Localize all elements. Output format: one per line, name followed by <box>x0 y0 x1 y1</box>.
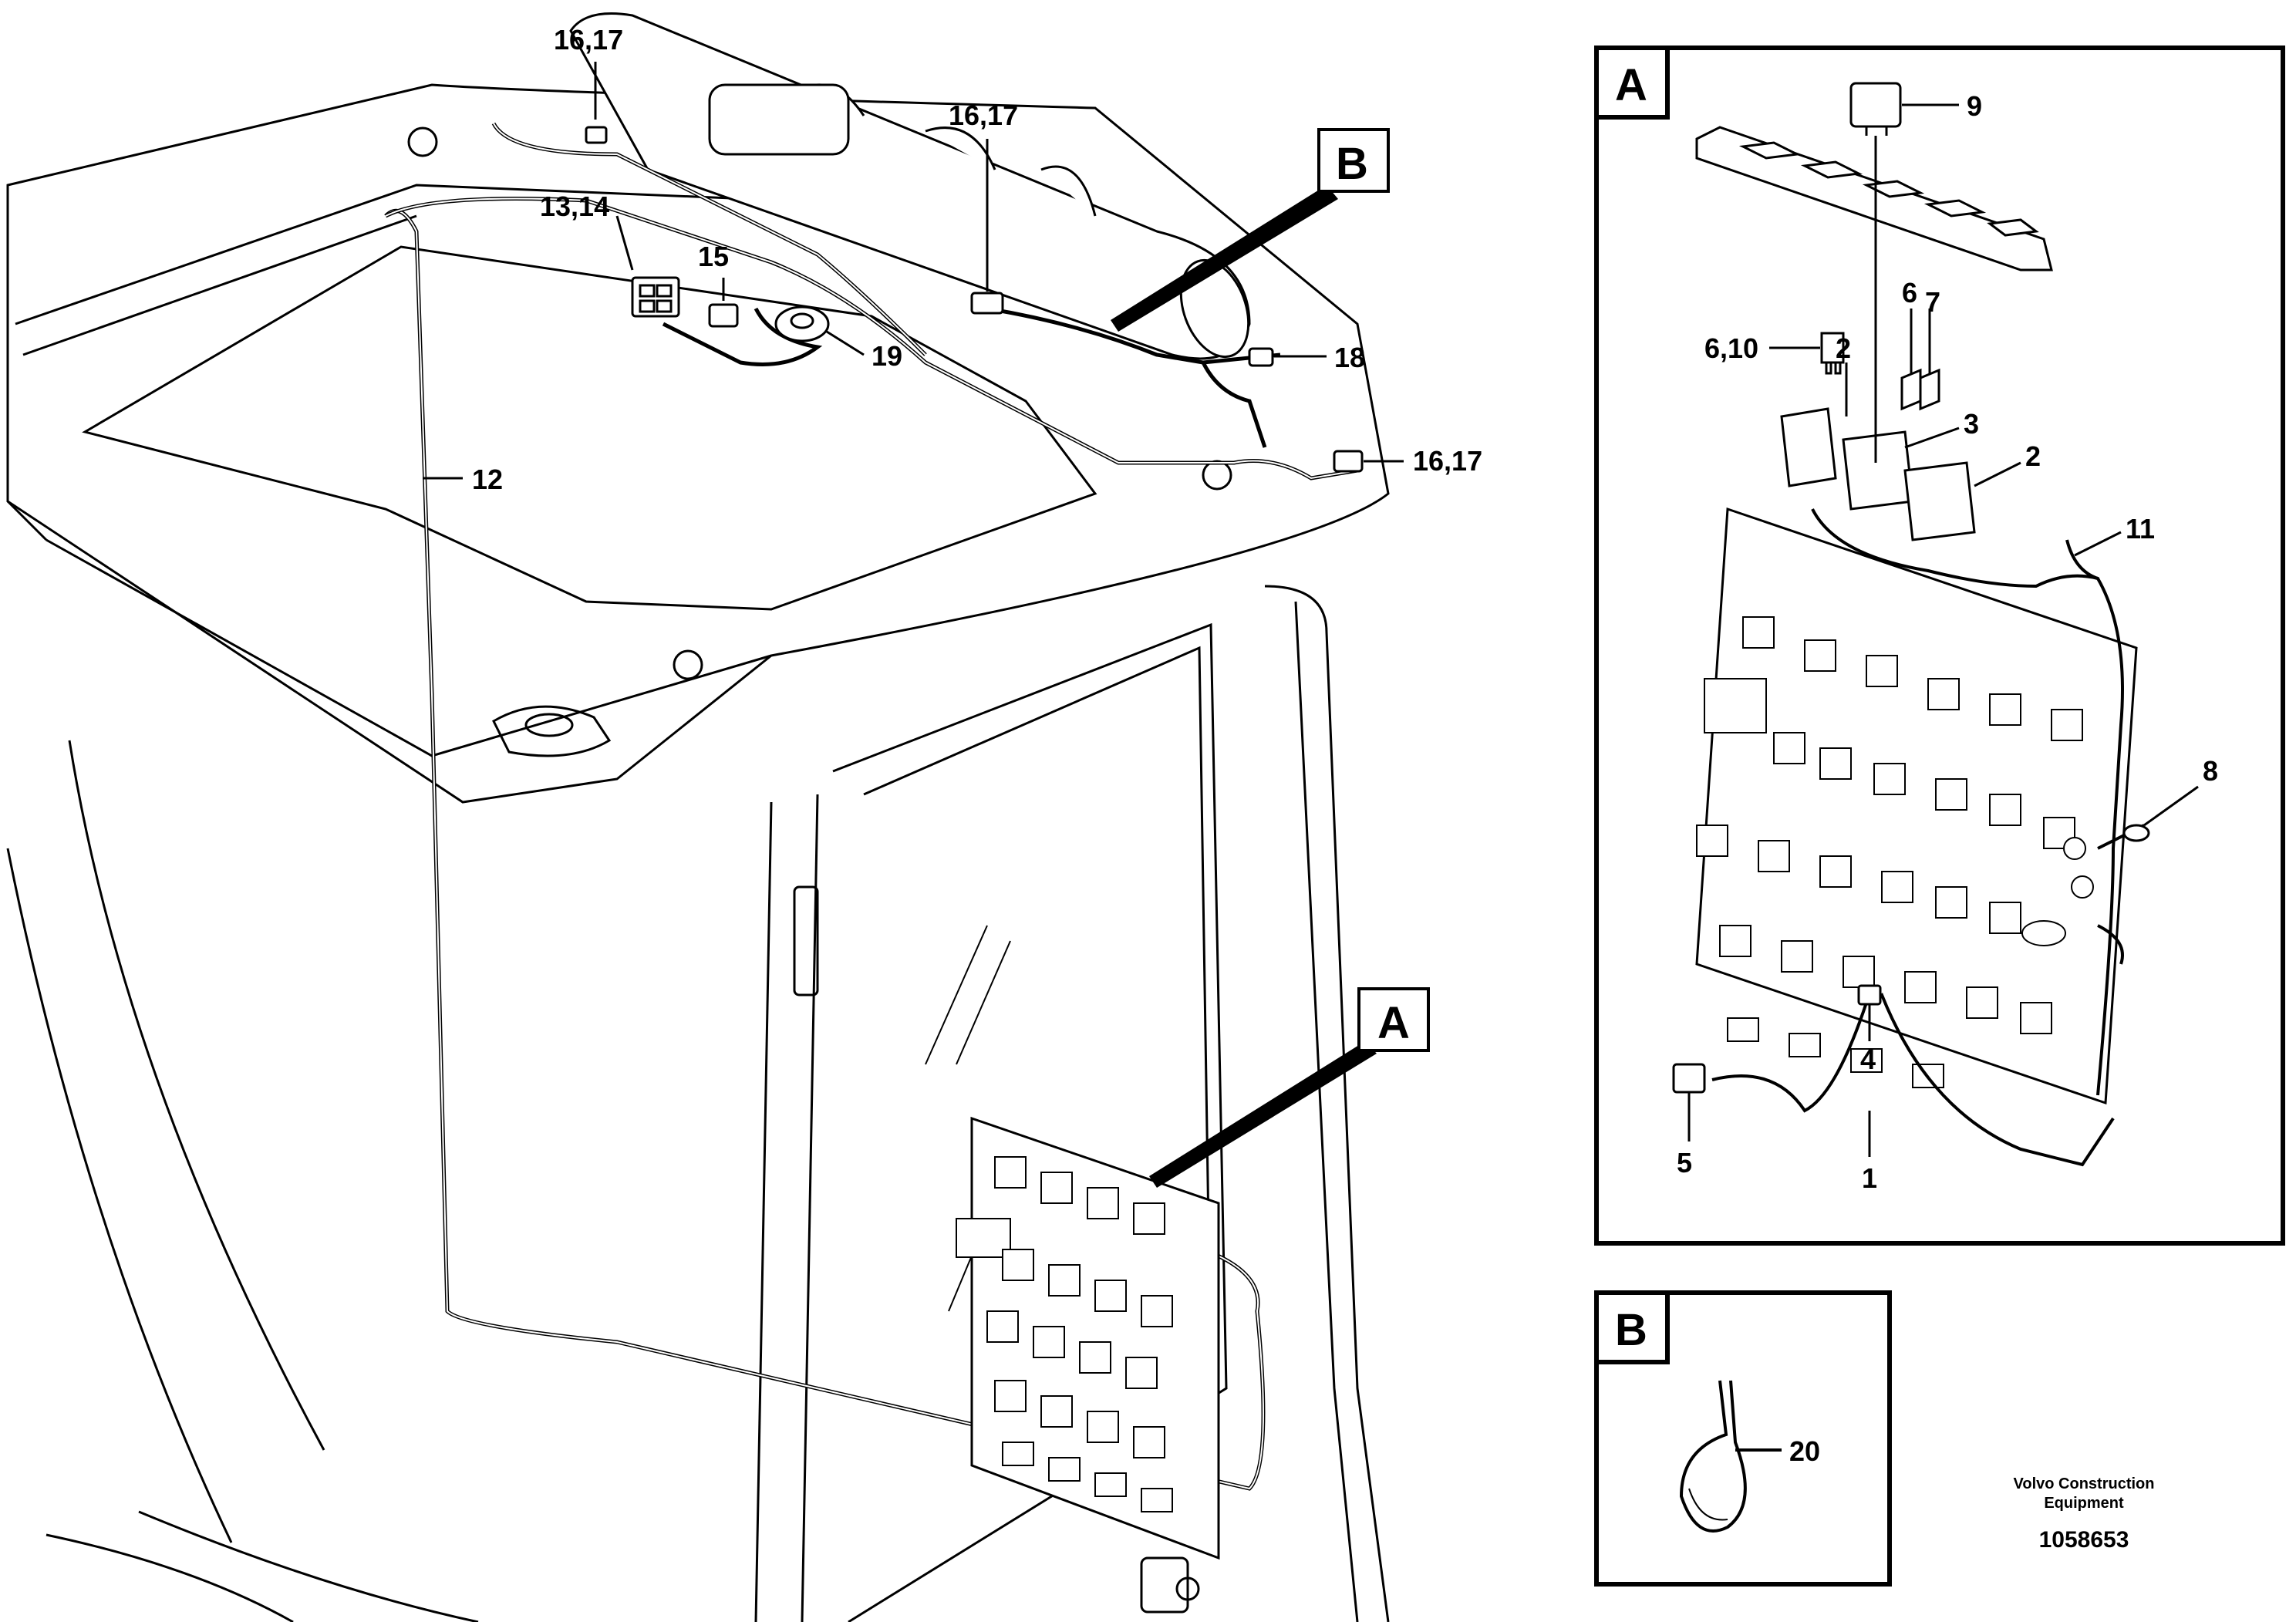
label-3: 3 <box>1964 408 1979 440</box>
cab-marker-a-text: A <box>1377 998 1410 1048</box>
label-6: 6 <box>1902 277 1917 309</box>
relay-bracket <box>1695 126 2053 271</box>
bolt <box>673 649 703 680</box>
cab-marker-a <box>1357 987 1430 1052</box>
cab-pillar-left <box>754 801 773 1622</box>
fuse-6 <box>1900 368 1922 411</box>
cab-marker-b <box>1317 128 1390 193</box>
leader-lines-a <box>1687 103 2199 1157</box>
wedge-to-b <box>1111 185 1338 332</box>
connector-16-17-right <box>1333 450 1364 473</box>
connector-4 <box>1857 984 1882 1006</box>
connector-5 <box>1672 1063 1706 1094</box>
detail-a-panel: A <box>1594 46 2285 1246</box>
connector-16-17-mid <box>970 292 1004 315</box>
company-line-2: Equipment <box>2044 1495 2124 1512</box>
fuse-6-10 <box>1820 332 1845 364</box>
callout-wedges <box>1111 185 1377 1188</box>
label-2-right: 2 <box>2025 440 2041 472</box>
cab-markers <box>1317 128 1430 1052</box>
relay-9 <box>1849 82 1902 128</box>
connector-18 <box>1248 347 1274 367</box>
leader-lines-cab <box>423 62 1404 480</box>
plug-3 <box>1842 430 1914 511</box>
harness-1 <box>1711 993 2115 1167</box>
cable-tie-8 <box>2122 824 2150 842</box>
bolt <box>1202 460 1232 491</box>
label-16-17-right: 16,17 <box>1413 445 1482 477</box>
label-15: 15 <box>698 241 729 272</box>
label-12: 12 <box>472 464 503 495</box>
board-components <box>1696 616 2094 1088</box>
label-19: 19 <box>872 340 902 372</box>
cab-pillar-right <box>1264 585 1390 1622</box>
cab-roof-panel <box>82 245 1097 611</box>
label-4: 4 <box>1860 1044 1876 1075</box>
latch <box>1140 1556 1189 1614</box>
plug-2-right <box>1903 461 1976 541</box>
detail-a-tag <box>1594 46 1670 120</box>
label-8: 8 <box>2203 755 2218 787</box>
label-16-17-mid: 16,17 <box>949 99 1018 131</box>
label-6-10: 6,10 <box>1704 332 1758 364</box>
door-hinge <box>793 885 819 996</box>
bolt <box>407 126 438 157</box>
label-9: 9 <box>1967 90 1982 122</box>
label-5: 5 <box>1677 1147 1692 1179</box>
detail-a-tag-text: A <box>1615 60 1647 110</box>
wire-harness <box>384 122 1358 1491</box>
roof-bracket <box>492 705 612 757</box>
detail-b-tag <box>1594 1290 1670 1364</box>
company-line-1: Volvo Construction <box>2014 1475 2155 1492</box>
label-1: 1 <box>1862 1162 1877 1194</box>
drawing-number: 1058653 <box>2039 1527 2129 1553</box>
label-13-14: 13,14 <box>540 191 609 222</box>
cab-roof-outline <box>6 83 1390 804</box>
label-16-17-top: 16,17 <box>554 24 623 56</box>
hvac-unit <box>569 12 1251 360</box>
cab-illustration <box>6 83 1390 1622</box>
plug-2-left <box>1780 407 1837 487</box>
detail-b-panel: B 20 <box>1594 1290 1892 1587</box>
footer: Volvo Construction Equipment 1058653 <box>2014 1475 2155 1553</box>
connector-16-17-top <box>585 126 608 144</box>
label-18: 18 <box>1334 342 1365 373</box>
cab-door-frame <box>832 622 1228 1622</box>
label-7: 7 <box>1925 286 1940 318</box>
label-20: 20 <box>1789 1435 1820 1467</box>
wedge-to-a <box>1149 1041 1377 1188</box>
connector-15 <box>708 303 739 328</box>
cab-circuit-board <box>956 1116 1220 1560</box>
label-2-left: 2 <box>1836 332 1851 364</box>
cable-tie-20 <box>1679 1380 1747 1533</box>
harness-connectors <box>585 126 1364 473</box>
front-window-curve <box>68 740 325 1451</box>
cab-marker-b-text: B <box>1336 139 1368 189</box>
fuse-7 <box>1919 368 1940 411</box>
label-11: 11 <box>2126 513 2155 545</box>
detail-b-tag-text: B <box>1615 1305 1647 1355</box>
